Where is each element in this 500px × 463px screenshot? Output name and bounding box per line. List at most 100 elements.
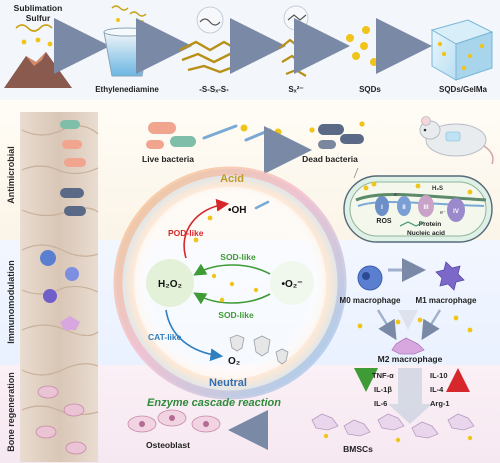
svg-text:III: III xyxy=(423,205,428,211)
m2-macrophage-icon xyxy=(391,337,425,355)
sod-arrow-bottom xyxy=(193,292,271,305)
complex-ii-icon xyxy=(397,196,411,216)
shield-icon xyxy=(275,348,289,365)
osteoblast-icon xyxy=(35,425,57,439)
bone-regeneration-side-label: Bone regeneration xyxy=(6,372,16,452)
pod-like-label: POD-like xyxy=(168,228,204,238)
svg-text:IV: IV xyxy=(453,209,459,215)
synthesis-flow: Sublimation Sulfur Ethylenediamine -S-Sₓ… xyxy=(4,3,494,94)
marker-il-1beta: IL-1β xyxy=(374,385,392,394)
live-bacterium-icon xyxy=(146,140,164,149)
sod-arrow-top xyxy=(193,263,271,276)
live-bacteria-label: Live bacteria xyxy=(142,154,194,164)
macrophage-icon xyxy=(43,289,57,303)
marker-tnf-alpha: TNF-α xyxy=(372,371,394,380)
enzyme-cascade-cycle: Acid •OH POD-like H₂O₂ •O₂⁻ SOD-like SOD… xyxy=(113,166,347,409)
macrophage-panel: M0 macrophage M1 macrophage M2 macrophag… xyxy=(340,258,477,424)
osteoblast-icon xyxy=(37,385,59,399)
bmsc-label: BMSCs xyxy=(343,444,373,454)
bmsc-icon xyxy=(311,413,339,431)
macrophage-icon xyxy=(65,267,79,281)
svg-text:II: II xyxy=(402,205,406,211)
bacteria-row: Live bacteria Dead bacteria xyxy=(142,116,494,174)
complex-iii-icon xyxy=(418,195,434,217)
complex-i-icon xyxy=(375,196,389,216)
bacterium-icon xyxy=(62,140,82,149)
marker-il-4: IL-4 xyxy=(430,385,444,394)
injection-icon xyxy=(202,124,238,140)
marker-arg-1: Arg-1 xyxy=(430,399,450,408)
bacterium-cross-section: I II III IV e⁻ e⁻ H₂S ROS Protein Nuclei… xyxy=(343,167,493,243)
cell-membrane xyxy=(355,193,487,202)
h2s-label: H₂S xyxy=(432,186,443,192)
scaffold-column xyxy=(20,112,99,462)
m1-macrophage-icon xyxy=(435,261,465,291)
m2-macrophage-icon xyxy=(60,316,80,330)
step-polysulfide: -S-Sₓ-S- xyxy=(199,85,229,94)
live-bacterium-icon xyxy=(148,122,176,134)
acid-label: Acid xyxy=(220,173,244,185)
nucleic-acid-label: Nucleic acid xyxy=(407,230,445,237)
volcano-icon xyxy=(4,52,72,88)
sublimation-label: Sublimation xyxy=(14,3,63,13)
dna-icon xyxy=(399,221,425,227)
macrophage-icon xyxy=(40,250,56,266)
m0-macrophage-label: M0 macrophage xyxy=(340,296,401,305)
pod-arrow xyxy=(183,198,230,259)
cat-arrow xyxy=(165,309,224,362)
antimicrobial-side-label: Antimicrobial xyxy=(6,146,16,204)
sulfur-vapor-icon xyxy=(15,24,53,32)
dead-bacterium-icon xyxy=(318,124,344,135)
step-sqds-gelma: SQDs/GelMa xyxy=(439,85,488,94)
step-ethylenediamine: Ethylenediamine xyxy=(95,85,159,94)
hydroxyl-radical-label: •OH xyxy=(228,205,247,216)
superoxide-label: •O₂⁻ xyxy=(281,279,302,290)
syringe-icon xyxy=(254,200,270,210)
step-sulfide-anion: Sₓ²⁻ xyxy=(288,85,303,94)
shield-icon xyxy=(229,334,245,352)
bacterium-icon xyxy=(60,120,80,129)
sod-like-label-bottom: SOD-like xyxy=(218,310,254,320)
shield-icon xyxy=(253,335,271,357)
bmsc-icon xyxy=(411,421,439,439)
dead-bacteria-label: Dead bacteria xyxy=(302,154,358,164)
bmsc-icon xyxy=(447,413,475,431)
dead-bacterium-icon xyxy=(64,206,86,216)
mouse-icon xyxy=(419,116,494,165)
differentiation-arrow xyxy=(388,368,432,424)
top-band xyxy=(0,0,500,100)
immunomodulation-side-label: Immunomodulation xyxy=(6,260,16,344)
step-sqds: SQDs xyxy=(359,85,381,94)
dead-bacterium-icon xyxy=(340,134,364,144)
ros-label: ROS xyxy=(376,218,392,225)
osteoblast-icon xyxy=(63,403,85,417)
oxygen-label: O₂ xyxy=(228,356,240,367)
bacterium-icon xyxy=(64,158,86,167)
osteoblast-icon xyxy=(65,441,87,455)
marker-il-10: IL-10 xyxy=(430,371,448,380)
h2o2-label: H₂O₂ xyxy=(158,279,182,290)
m0-macrophage-icon xyxy=(357,265,383,291)
hydrogel-cube-icon xyxy=(430,19,494,81)
svg-text:I: I xyxy=(381,205,383,211)
marker-il-6: IL-6 xyxy=(374,399,387,408)
neutral-label: Neutral xyxy=(209,377,247,389)
m2-macrophage-label: M2 macrophage xyxy=(378,354,443,364)
m1-macrophage-label: M1 macrophage xyxy=(416,296,477,305)
protein-label: Protein xyxy=(419,221,441,228)
dead-bacterium-icon xyxy=(318,140,336,149)
dead-bacterium-icon xyxy=(60,188,84,198)
live-bacterium-icon xyxy=(170,136,196,147)
enzyme-cascade-label: Enzyme cascade reaction xyxy=(147,397,281,409)
cat-like-label: CAT-like xyxy=(148,332,182,342)
osteoblast-label: Osteoblast xyxy=(146,440,190,450)
electron-label: e⁻ xyxy=(440,210,446,216)
sulfur-label: Sulfur xyxy=(26,13,51,23)
bmsc-icon xyxy=(343,419,371,437)
electron-label: e⁻ xyxy=(394,192,400,198)
complex-iv-icon xyxy=(447,198,465,222)
sod-like-label-top: SOD-like xyxy=(220,252,256,262)
bmsc-icon xyxy=(377,413,405,431)
